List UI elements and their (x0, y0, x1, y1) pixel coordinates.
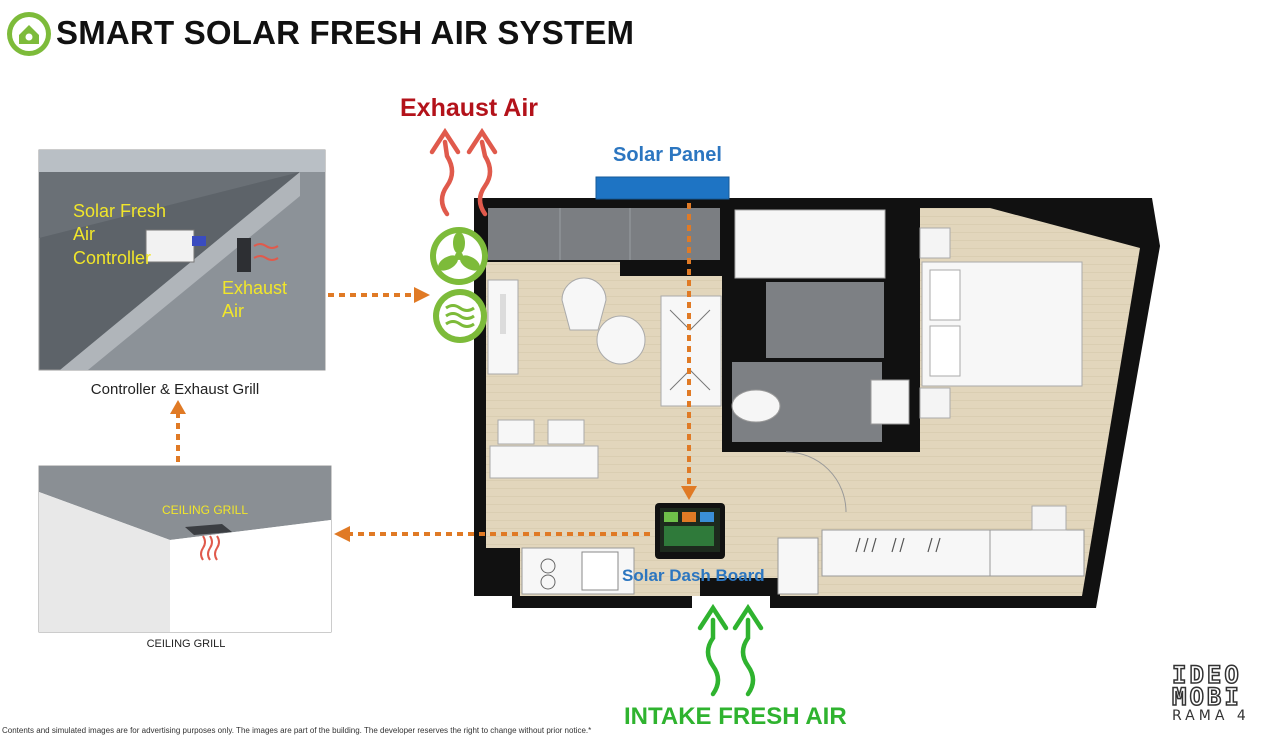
solar-panel-label: Solar Panel (613, 144, 722, 166)
controller-label-line1: Solar Fresh (73, 201, 166, 221)
solar-panel-icon (595, 176, 730, 200)
brand-line-2: MOBI (1171, 683, 1242, 711)
flow-arrowhead-up (170, 400, 186, 414)
exhaust-air-label: Exhaust Air (400, 94, 539, 122)
ceiling-grill-inner-label: CEILING GRILL (162, 503, 248, 517)
page-title: SMART SOLAR FRESH AIR SYSTEM (56, 14, 635, 51)
flow-arrowhead-right (414, 287, 430, 303)
air-filter-icon (433, 289, 487, 343)
ceiling-grill-caption: CEILING GRILL (146, 638, 226, 650)
solar-dash-board-label: Solar Dash Board (622, 566, 765, 585)
floor-plan (474, 198, 1160, 608)
flow-arrowhead-down (681, 486, 697, 500)
brand-logo-icon (6, 11, 52, 57)
exhaust-grill-label-line2: Air (222, 301, 244, 321)
ceiling-grill-panel-image: CEILING GRILL (38, 465, 332, 633)
brand-line-3: RAMA 4 (1172, 708, 1250, 724)
intake-fresh-air-label: INTAKE FRESH AIR (624, 703, 847, 730)
flow-arrowhead-left (334, 526, 350, 542)
disclaimer-text: Contents and simulated images are for ad… (2, 726, 592, 735)
brand-line-1: IDEO (1171, 661, 1242, 689)
controller-label-line3: Controller (73, 248, 151, 268)
ideo-mobi-logo: IDEO MOBI RAMA 4 (1171, 661, 1276, 734)
exhaust-grill-label-line1: Exhaust (222, 278, 287, 298)
controller-label-line2: Air (73, 224, 95, 244)
intake-air-arrows (697, 603, 764, 697)
fan-icon (430, 227, 488, 285)
exhaust-air-arrows (429, 127, 498, 217)
flow-arrows (176, 203, 691, 536)
controller-panel-caption: Controller & Exhaust Grill (90, 381, 260, 398)
solar-dash-board-icon (655, 503, 725, 559)
controller-panel-image: Solar Fresh Air Controller Exhaust Air (38, 149, 326, 371)
